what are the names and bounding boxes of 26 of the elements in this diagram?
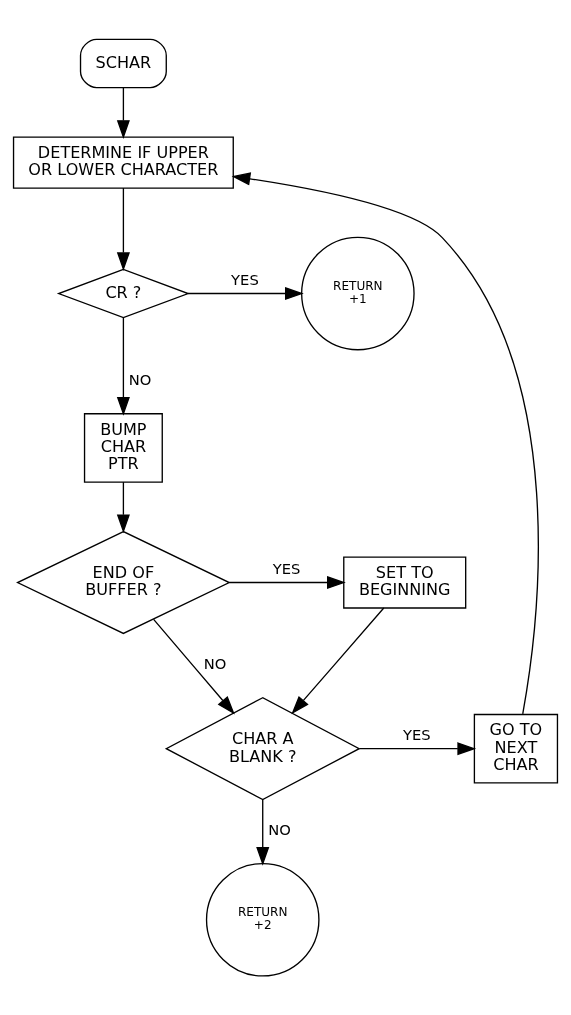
node-box: DETERMINE IF UPPER OR LOWER CHARACTER (12, 136, 234, 189)
arrow (358, 742, 477, 756)
arrow (116, 317, 130, 416)
node-circle: RETURN +2 (205, 862, 320, 977)
arrow (291, 607, 385, 715)
arrow (187, 286, 304, 301)
node-box: BUMP CHAR PTR (83, 413, 163, 483)
arrow (231, 172, 539, 715)
arrow (116, 187, 130, 272)
node-box: SCHAR (79, 38, 167, 89)
node-diamond: CR ? (56, 268, 191, 319)
edge-label: NO (203, 655, 227, 673)
edge-label: YES (231, 271, 259, 289)
arrow (152, 618, 235, 715)
arrow (256, 798, 270, 866)
arrow (116, 87, 130, 139)
node-box: GO TO NEXT CHAR (473, 713, 559, 784)
node-box: SET TO BEGINNING (343, 556, 467, 609)
edge-label: NO (268, 821, 291, 839)
edge-label: NO (128, 371, 152, 389)
edge-label: YES (272, 560, 301, 578)
node-diamond: END OF BUFFER ? (16, 530, 231, 635)
arrow (116, 481, 130, 534)
arrow (228, 575, 346, 590)
edge-label: YES (402, 726, 431, 744)
node-circle: RETURN +1 (301, 236, 415, 351)
